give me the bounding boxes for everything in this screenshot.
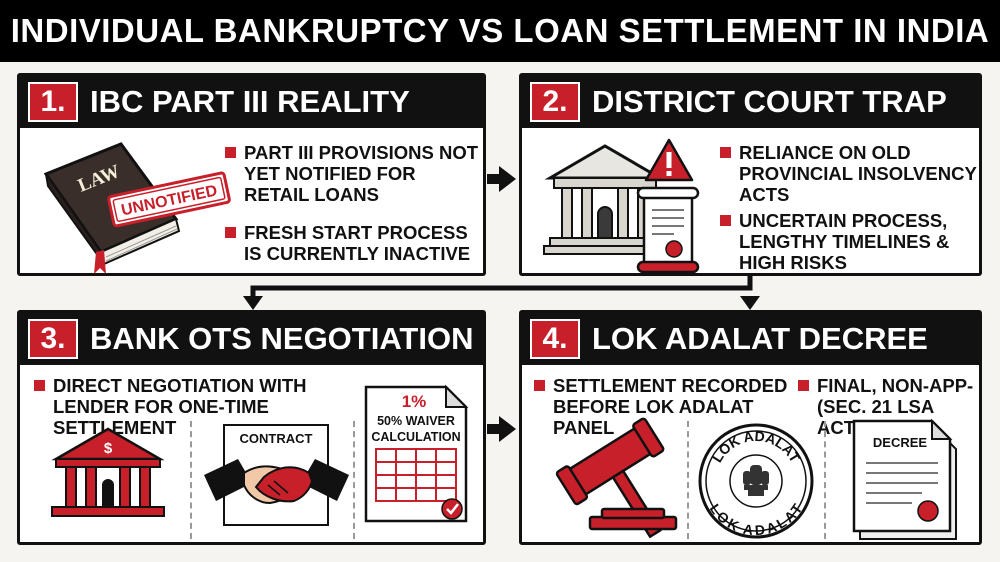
gavel-icon <box>555 417 678 539</box>
panel-header: 1. IBC PART III REALITY <box>20 76 483 128</box>
divider <box>353 421 355 539</box>
panel-bank-ots: 3. BANK OTS NEGOTIATION DIRECT NEGOTIATI… <box>17 310 486 545</box>
panel-title: LOK ADALAT DECREE <box>592 321 928 356</box>
warning-icon <box>644 138 694 182</box>
divider <box>824 421 826 539</box>
bullet: FRESH START PROCESS IS CURRENTLY INACTIV… <box>225 222 485 264</box>
panel-ibc-part-iii: 1. IBC PART III REALITY LAW UNNOTIFIED P… <box>17 73 486 276</box>
contract-label: CONTRACT <box>240 431 313 446</box>
decree-label: DECREE <box>873 435 928 450</box>
panel-header: 4. LOK ADALAT DECREE <box>522 313 979 365</box>
bullet: FINAL, NON-APP- (SEC. 21 LSA ACT) <box>798 375 980 438</box>
bullet: PART III PROVISIONS NOT YET NOTIFIED FOR… <box>225 142 485 205</box>
calc-label-1: 50% WAIVER <box>377 414 455 428</box>
arrow-3-to-4 <box>487 416 516 442</box>
panel-number: 1. <box>28 82 78 122</box>
bullet-text: DIRECT NEGOTIATION WITH LENDER FOR ONE-T… <box>53 375 307 438</box>
divider <box>190 421 192 539</box>
calc-label-2: CALCULATION <box>371 430 460 444</box>
bullet-text: PART III PROVISIONS NOT YET NOTIFIED FOR… <box>244 142 479 205</box>
arrow-2-to-3-head-left <box>243 296 263 310</box>
unnotified-stamp-icon: UNNOTIFIED <box>107 171 231 228</box>
main-title: INDIVIDUAL BANKRUPTCY VS LOAN SETTLEMENT… <box>0 0 1000 62</box>
panel-number: 4. <box>530 319 580 359</box>
calculation-sheet-icon: 1% 50% WAIVER CALCULATION <box>364 384 469 523</box>
bank-icon: $ <box>51 427 165 517</box>
panel-number: 3. <box>28 319 78 359</box>
panel-number: 2. <box>530 82 580 122</box>
handshake-icon: CONTRACT <box>204 424 349 526</box>
bullet-text: SETTLEMENT RECORDED BEFORE LOK ADALAT PA… <box>553 375 788 438</box>
bullet-text: FRESH START PROCESS IS CURRENTLY INACTIV… <box>244 222 471 264</box>
panel-header: 3. BANK OTS NEGOTIATION <box>20 313 483 365</box>
panel-title: BANK OTS NEGOTIATION <box>90 321 474 356</box>
arrow-2-to-4-head <box>740 296 760 310</box>
panel-header: 2. DISTRICT COURT TRAP <box>522 76 979 128</box>
scroll-document-icon <box>636 186 700 274</box>
bullet: RELIANCE ON OLD PROVINCIAL INSOLVENCY AC… <box>720 142 980 205</box>
calc-percent: 1% <box>402 392 427 411</box>
bullet-text: FINAL, NON-APP- (SEC. 21 LSA ACT) <box>817 375 974 438</box>
arrow-1-to-2 <box>487 166 516 192</box>
bullet: DIRECT NEGOTIATION WITH LENDER FOR ONE-T… <box>34 375 379 438</box>
panel-title: IBC PART III REALITY <box>90 84 410 119</box>
lok-adalat-seal-icon: LOK ADALAT LOK ADALAT <box>698 423 814 539</box>
panel-title: DISTRICT COURT TRAP <box>592 84 947 119</box>
bullet-text: RELIANCE ON OLD PROVINCIAL INSOLVENCY AC… <box>739 142 977 205</box>
panel-lok-adalat: 4. LOK ADALAT DECREE SETTLEMENT RECORDED… <box>519 310 982 545</box>
divider <box>687 421 689 539</box>
decree-document-icon: DECREE <box>852 418 957 540</box>
panel-district-court: 2. DISTRICT COURT TRAP RELIANCE ON OLD P… <box>519 73 982 276</box>
bullet-text: UNCERTAIN PROCESS, LENGTHY TIMELINES & H… <box>739 210 950 273</box>
bullet: SETTLEMENT RECORDED BEFORE LOK ADALAT PA… <box>534 375 794 438</box>
bank-symbol: $ <box>104 440 113 457</box>
arrow-2-to-3 <box>250 276 753 300</box>
bullet: UNCERTAIN PROCESS, LENGTHY TIMELINES & H… <box>720 210 980 273</box>
